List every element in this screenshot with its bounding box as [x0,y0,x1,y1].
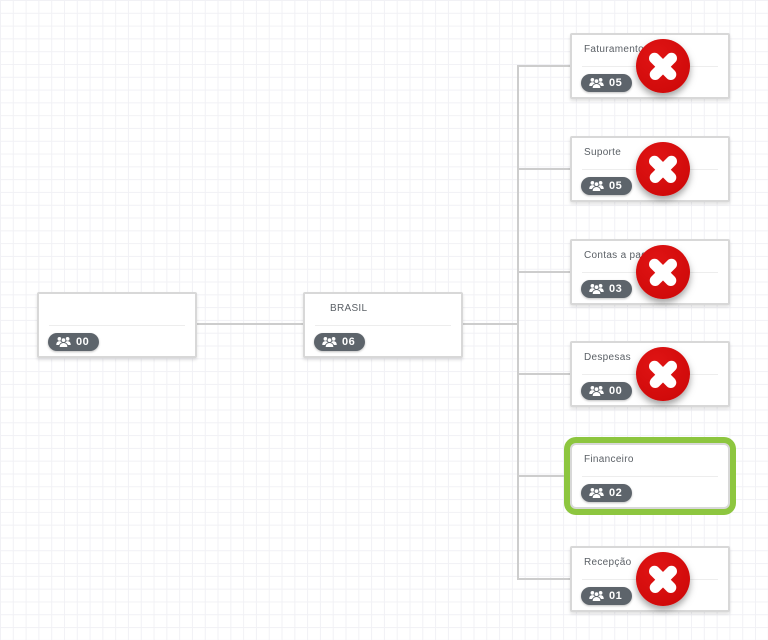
node-recepcao[interactable]: Recepção 01 [570,546,730,612]
member-count-badge: 06 [314,333,366,351]
node-divider [315,325,451,326]
member-count: 06 [342,336,356,348]
member-count-badge: 03 [581,280,633,298]
node-contas-a-pagar[interactable]: Contas a pagar 03 [570,239,730,305]
connector-stub-recepcao [517,578,570,580]
delete-node-button[interactable] [636,347,690,401]
member-count-badge: 00 [48,333,100,351]
connector-parent-to-trunk [463,323,517,325]
node-title: Financeiro [584,454,634,465]
node-title: Recepção [584,557,632,568]
x-icon [625,234,701,310]
node-divider [582,476,718,477]
node-title: Despesas [584,352,631,363]
connector-trunk [517,65,519,580]
member-count: 05 [609,180,623,192]
delete-node-button[interactable] [636,39,690,93]
node-suporte[interactable]: Suporte 05 [570,136,730,202]
member-count-badge: 05 [581,74,633,92]
member-count-badge: 01 [581,587,633,605]
node-faturamento[interactable]: Faturamento 05 [570,33,730,99]
member-count: 02 [609,487,623,499]
users-icon [589,488,604,499]
users-icon [322,337,337,348]
node-financeiro[interactable]: Financeiro 02 [570,443,730,509]
member-count: 00 [76,336,90,348]
connector-stub-despesas [517,373,570,375]
member-count-badge: 02 [581,484,633,502]
member-count: 00 [609,385,623,397]
connector-stub-financeiro [517,475,570,477]
delete-node-button[interactable] [636,552,690,606]
connector-root-to-parent [197,323,303,325]
delete-node-button[interactable] [636,142,690,196]
users-icon [56,337,71,348]
x-icon [625,131,701,207]
users-icon [589,284,604,295]
node-divider [49,325,185,326]
x-icon [625,541,701,617]
delete-node-button[interactable] [636,245,690,299]
connector-stub-contas-a-pagar [517,271,570,273]
users-icon [589,386,604,397]
users-icon [589,181,604,192]
node-despesas[interactable]: Despesas 00 [570,341,730,407]
x-icon [625,28,701,104]
member-count-badge: 00 [581,382,633,400]
node-root[interactable]: 00 [37,292,197,358]
node-title: Contas a pagar [584,250,657,261]
connector-stub-faturamento [517,65,570,67]
member-count: 03 [609,283,623,295]
x-icon [625,336,701,412]
node-title: Faturamento [584,44,644,55]
users-icon [589,78,604,89]
node-title: Suporte [584,147,622,158]
node-title: BRASIL [330,303,368,314]
member-count-badge: 05 [581,177,633,195]
connector-stub-suporte [517,168,570,170]
users-icon [589,591,604,602]
member-count: 01 [609,590,623,602]
member-count: 05 [609,77,623,89]
node-brasil[interactable]: BRASIL 06 [303,292,463,358]
